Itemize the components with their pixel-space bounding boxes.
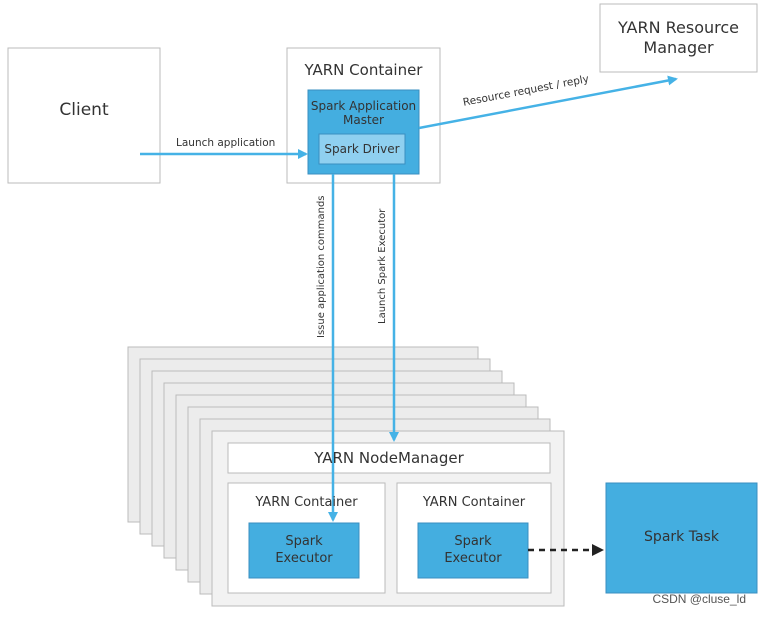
client-label: Client <box>59 99 109 120</box>
resource-manager-label: YARN Resource Manager <box>617 18 740 57</box>
launch-application-label: Launch application <box>176 137 276 149</box>
launch-executor-label: Launch Spark Executor <box>377 208 388 324</box>
app-master-label: Spark Application Master <box>310 98 417 127</box>
watermark: CSDN @cluse_ld <box>652 592 746 606</box>
node-container-1-label: YARN Container <box>255 494 358 510</box>
executor-1-label: Spark Executor <box>275 534 333 566</box>
node-container-2-label: YARN Container <box>422 494 526 510</box>
node-manager-bar <box>227 442 551 474</box>
spark-task-box <box>605 482 758 594</box>
executor-2-box <box>417 522 529 579</box>
arrow-resource-request <box>418 75 678 130</box>
resource-manager-box <box>599 3 758 73</box>
spark-task-label: Spark Task <box>644 529 719 546</box>
executor-1-box <box>248 522 360 579</box>
spark-driver-box <box>318 133 406 165</box>
app-container-label: YARN Container <box>304 60 423 79</box>
spark-driver-label: Spark Driver <box>324 141 400 156</box>
node-manager-label: YARN NodeManager <box>314 448 464 467</box>
issue-commands-label: Issue application commands <box>316 195 327 339</box>
executor-2-label: Spark Executor <box>444 534 502 566</box>
client-box <box>7 47 161 184</box>
